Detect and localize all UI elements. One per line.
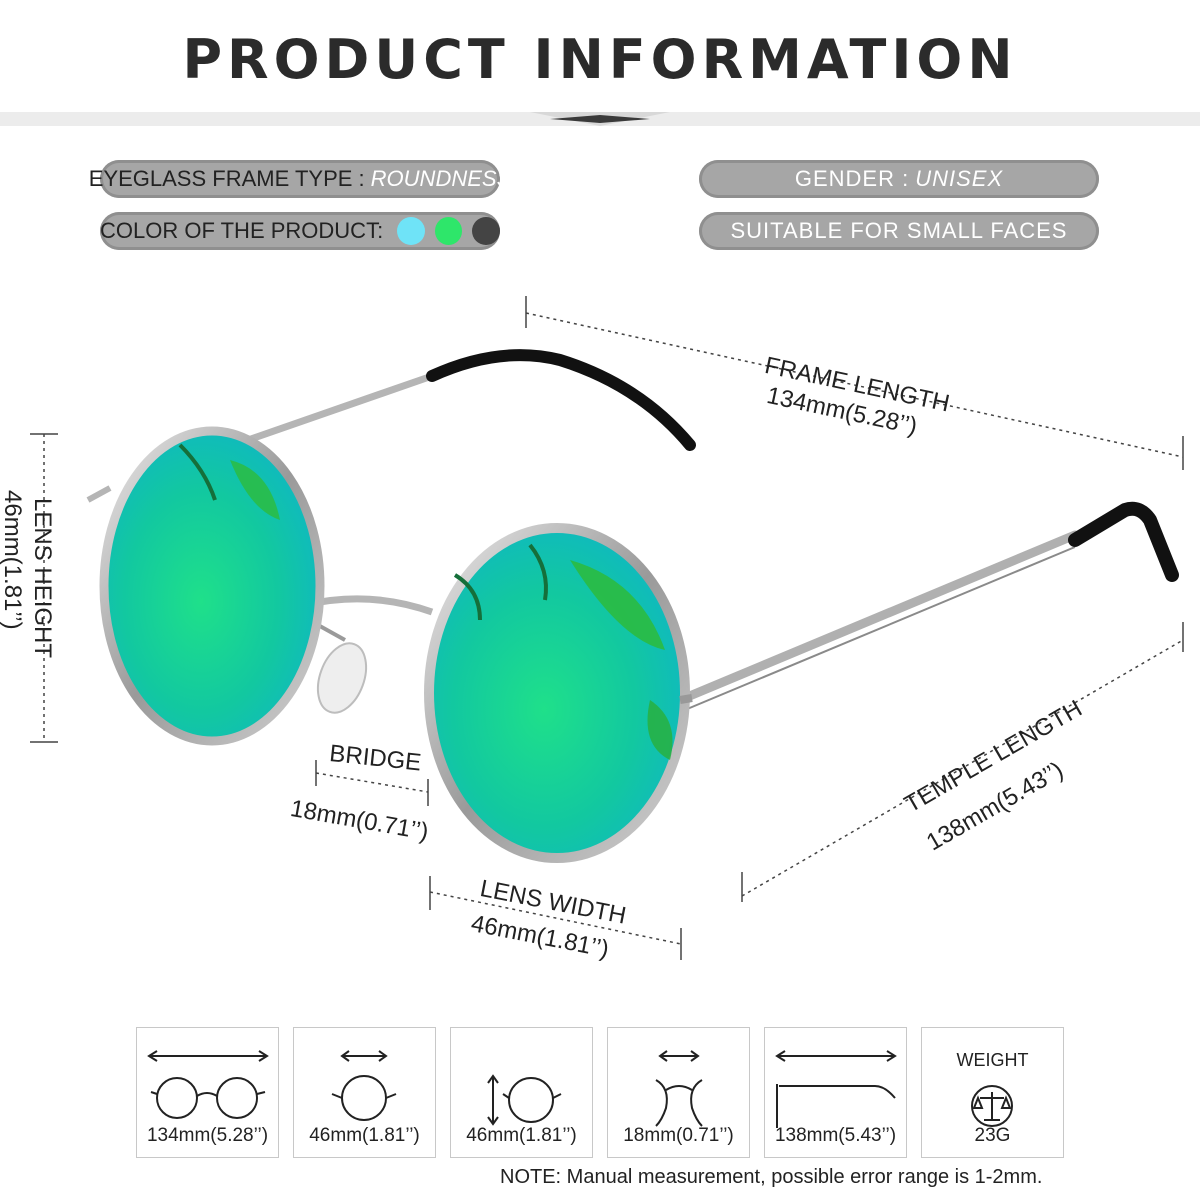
temple-length-box: 138mm(5.43’’) bbox=[764, 1027, 907, 1158]
color-label: COLOR OF THE PRODUCT: bbox=[100, 218, 384, 243]
color-swatch-green bbox=[434, 217, 463, 245]
lens-width-box: 46mm(1.81’’) bbox=[293, 1027, 436, 1158]
bridge-caption: 18mm(0.71’’) bbox=[623, 1125, 734, 1146]
right-lens bbox=[424, 523, 690, 863]
frame-type-pill: EYEGLASS FRAME TYPE : ROUNDNESS bbox=[89, 160, 511, 198]
near-hinge bbox=[679, 694, 693, 704]
temple-length-dimension bbox=[741, 622, 1184, 902]
bridge bbox=[304, 595, 434, 714]
page-title: PRODUCT INFORMATION bbox=[182, 28, 1018, 91]
gender-value: UNISEX bbox=[915, 166, 1004, 191]
frame-length-box: 134mm(5.28’’) bbox=[136, 1027, 279, 1158]
temple-length-caption: 138mm(5.43’’) bbox=[774, 1125, 897, 1146]
frame-type-label: EYEGLASS FRAME TYPE : bbox=[88, 166, 365, 191]
fit-pill: SUITABLE FOR SMALL FACES bbox=[699, 212, 1099, 250]
far-hinge bbox=[86, 485, 112, 503]
far-temple bbox=[244, 349, 696, 451]
lens-height-box: 46mm(1.81’’) bbox=[450, 1027, 593, 1158]
sunglasses-illustration bbox=[30, 296, 1184, 960]
left-lens bbox=[99, 426, 325, 746]
title-divider-ornament bbox=[530, 112, 670, 126]
bridge-box: 18mm(0.71’’) bbox=[607, 1027, 750, 1158]
lens-height-caption: 46mm(1.81’’) bbox=[466, 1125, 577, 1146]
lens-height-label: LENS HEIGHT bbox=[29, 498, 56, 659]
gender-pill: GENDER : UNISEX bbox=[699, 160, 1099, 198]
fit-label: SUITABLE FOR SMALL FACES bbox=[730, 218, 1068, 243]
gender-label: GENDER : bbox=[794, 166, 910, 191]
product-colors-pill: COLOR OF THE PRODUCT: bbox=[100, 212, 501, 250]
lens-height-dimension bbox=[30, 433, 58, 743]
color-swatch-cyan bbox=[397, 217, 425, 245]
frame-length-caption: 134mm(5.28’’) bbox=[146, 1125, 269, 1146]
measurement-note: NOTE: Manual measurement, possible error… bbox=[500, 1166, 1043, 1188]
temple-length-icon bbox=[775, 1050, 897, 1128]
frame-length-dimension bbox=[525, 296, 1184, 470]
frame-length-icon bbox=[147, 1050, 269, 1119]
lens-width-dimension bbox=[429, 876, 682, 960]
lens-width-caption: 46mm(1.81’’) bbox=[309, 1125, 420, 1146]
lens-width-icon bbox=[331, 1050, 397, 1121]
bridge-dimension bbox=[315, 760, 429, 806]
weight-box: WEIGHT 23G bbox=[921, 1027, 1064, 1158]
color-swatch-dark bbox=[472, 217, 501, 245]
frame-type-value: ROUNDNESS bbox=[370, 166, 512, 191]
bridge-icon bbox=[655, 1050, 703, 1127]
near-temple bbox=[675, 501, 1179, 713]
weight-scale-icon bbox=[971, 1085, 1013, 1127]
weight-label: WEIGHT bbox=[956, 1050, 1029, 1070]
lens-height-icon bbox=[487, 1074, 562, 1126]
lens-height-value: 46mm(1.81’’) bbox=[0, 490, 26, 630]
weight-caption: 23G bbox=[974, 1125, 1011, 1146]
